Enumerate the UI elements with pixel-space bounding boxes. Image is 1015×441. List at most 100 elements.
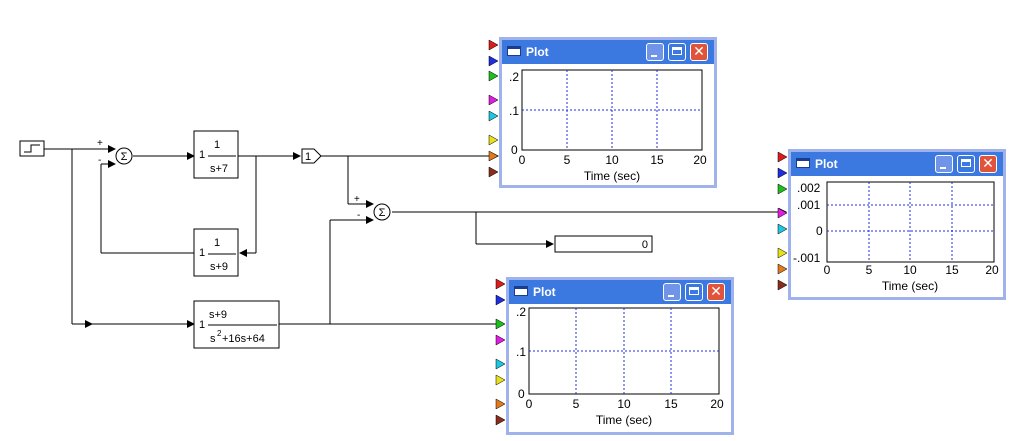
y-tick-label: .1 [509,104,519,118]
cyan-input-port[interactable] [495,358,506,370]
gain-value: 1 [305,151,311,163]
green-input-port[interactable] [488,70,499,82]
blue-input-port[interactable] [495,294,506,306]
red-input-port[interactable] [495,278,506,290]
sum-junction-1[interactable]: Σ + - [97,138,133,166]
orange-input-port[interactable] [495,398,506,410]
red-input-port[interactable] [777,151,788,163]
y-tick-label: .001 [797,198,821,212]
window-icon [796,158,810,168]
blue-input-port[interactable] [777,167,788,179]
plot-window-title: Plot [815,157,838,171]
sum2-plus-sign: + [354,194,360,205]
plot-window-3[interactable]: Plot ✕ .2 .1 0 0 5 10 15 20 Time (sec) [506,277,734,435]
close-button[interactable]: ✕ [979,155,997,173]
plot-window-titlebar[interactable]: Plot ✕ [509,280,731,304]
orange-input-port[interactable] [488,150,499,162]
minimize-button[interactable] [663,283,681,301]
x-tick-label: 0 [519,153,526,167]
maximize-button[interactable] [668,43,686,61]
sum1-plus-sign: + [97,138,103,149]
plot-area: .2 .1 0 0 5 10 15 20 Time (sec) [502,64,714,185]
y-tick-label: -.001 [793,251,821,265]
plot-axes: .002 .001 0 -.001 0 5 10 15 20 Time (sec… [793,181,999,293]
gain-block[interactable]: 1 [301,148,322,164]
close-button[interactable]: ✕ [707,283,725,301]
plot-area: .2 .1 0 0 5 10 15 20 Time (sec) [509,304,731,432]
x-tick-label: 0 [824,263,831,277]
transfer-function-3[interactable]: 1 s+9 s 2 +16s+64 [193,300,280,349]
magenta-input-port[interactable] [777,207,788,219]
display-block[interactable]: 0 [554,235,653,253]
cyan-input-port[interactable] [488,110,499,122]
y-tick-label: .2 [509,70,519,84]
minimize-button[interactable] [646,43,664,61]
x-tick-label: 5 [573,397,580,411]
sum2-minus-sign: - [357,210,360,221]
cyan-input-port[interactable] [777,223,788,235]
sum1-minus-sign: - [98,155,101,166]
transfer-function-1[interactable]: 1 1 s+7 [193,130,239,179]
magenta-input-port[interactable] [488,94,499,106]
x-tick-label: 5 [866,263,873,277]
tf3-numerator: s+9 [209,309,227,321]
close-button[interactable]: ✕ [690,43,708,61]
yellow-input-port[interactable] [495,374,506,386]
transfer-function-2[interactable]: 1 1 s+9 [193,228,239,277]
x-axis-title: Time (sec) [596,413,652,427]
x-tick-label: 5 [564,153,571,167]
red-input-port[interactable] [488,39,499,51]
plot-window-titlebar[interactable]: Plot ✕ [791,152,1003,176]
tf3-denominator-exponent: 2 [217,329,222,338]
yellow-input-port[interactable] [488,134,499,146]
y-tick-label: .1 [516,345,526,359]
tf2-denominator: s+9 [210,261,228,273]
orange-input-port[interactable] [777,263,788,275]
x-tick-label: 10 [903,263,917,277]
tf3-gain: 1 [199,319,205,331]
x-tick-label: 0 [526,397,533,411]
plot-window-title: Plot [526,45,549,59]
green-input-port[interactable] [495,318,506,330]
plot-window-title: Plot [533,285,556,299]
tf3-denominator-rest: +16s+64 [222,333,265,345]
tf1-numerator: 1 [214,139,220,151]
green-input-port[interactable] [777,183,788,195]
brown-input-port[interactable] [495,414,506,426]
maximize-button[interactable] [685,283,703,301]
x-tick-label: 15 [664,397,678,411]
x-tick-label: 15 [650,153,664,167]
signal-wires [44,145,787,328]
x-tick-label: 20 [710,397,724,411]
y-tick-label: .2 [516,305,526,319]
minimize-button[interactable] [935,155,953,173]
x-tick-label: 10 [617,397,631,411]
plot-area: .002 .001 0 -.001 0 5 10 15 20 Time (sec… [791,176,1003,297]
tf1-denominator: s+7 [210,163,228,175]
x-tick-label: 10 [605,153,619,167]
step-source-block[interactable] [19,140,45,157]
plot-window-titlebar[interactable]: Plot ✕ [502,40,714,64]
brown-input-port[interactable] [777,279,788,291]
brown-input-port[interactable] [488,166,499,178]
maximize-button[interactable] [957,155,975,173]
plot-window-2[interactable]: Plot ✕ .002 .001 0 -.001 0 5 10 15 20 Ti… [788,149,1006,300]
y-tick-label: 0 [518,387,525,401]
sum-symbol: Σ [121,151,128,163]
y-tick-label: 0 [816,224,823,238]
sum-junction-2[interactable]: Σ + - [354,194,391,221]
yellow-input-port[interactable] [777,247,788,259]
x-tick-label: 20 [693,153,707,167]
y-tick-label: 0 [511,143,518,157]
magenta-input-port[interactable] [495,334,506,346]
tf1-gain: 1 [199,149,205,161]
tf2-numerator: 1 [214,237,220,249]
plot-window-1[interactable]: Plot ✕ .2 .1 0 0 5 10 15 20 Time (sec) [499,37,717,188]
plot-axes: .2 .1 0 0 5 10 15 20 Time (sec) [509,69,707,183]
blue-input-port[interactable] [488,55,499,67]
x-axis-title: Time (sec) [882,279,938,293]
plot-input-ports [488,39,788,426]
window-icon [507,46,521,56]
sum-symbol: Σ [379,207,386,219]
